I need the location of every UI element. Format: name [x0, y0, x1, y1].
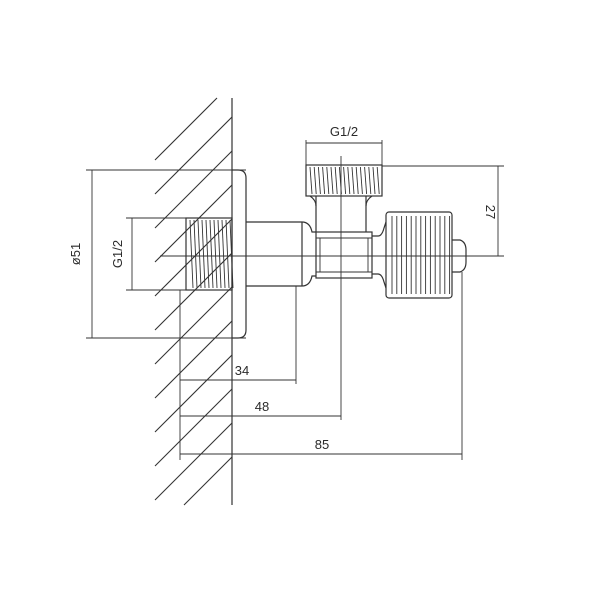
outlet-thread-line: [317, 166, 321, 195]
inlet-thread-line: [221, 219, 226, 289]
hatch-line: [154, 150, 233, 229]
inlet-thread-line: [209, 219, 214, 289]
hatch-line: [154, 320, 233, 399]
outlet-thread-line: [368, 166, 372, 195]
hatch-line: [154, 422, 233, 501]
diameter-dimension: ø51: [68, 169, 246, 339]
inlet-thread-line: [229, 219, 234, 289]
inlet-thread-line: [201, 219, 206, 289]
inlet-thread-line: [225, 219, 230, 289]
wall-section: [154, 97, 233, 506]
hatch-line: [154, 286, 233, 365]
valve-handle: [385, 211, 467, 299]
dimension-85-label: 85: [315, 437, 329, 452]
hatch-line: [154, 354, 233, 433]
hatch-line: [154, 218, 233, 297]
outlet-thread-line: [347, 166, 351, 195]
outlet-thread-line: [359, 166, 363, 195]
valve-body: [246, 164, 387, 289]
diameter-label: ø51: [68, 243, 83, 265]
inlet-thread: [185, 217, 234, 291]
length-dimensions: 34 48 85: [179, 272, 463, 460]
outlet-thread-line: [343, 166, 347, 195]
inlet-thread-line: [197, 219, 202, 289]
hatch-line: [154, 97, 218, 161]
outlet-thread-line: [322, 166, 326, 195]
outlet-thread-line: [376, 166, 380, 195]
hatch-line: [154, 184, 233, 263]
hatch-line: [154, 252, 233, 331]
wall-flange: [232, 169, 247, 339]
inlet-thread-line: [205, 219, 210, 289]
outlet-thread-line: [364, 166, 368, 195]
hatch-line: [154, 388, 233, 467]
hatch-line: [154, 116, 233, 195]
outlet-thread-line: [372, 166, 376, 195]
outlet-thread-line: [313, 166, 317, 195]
hatch-line: [183, 456, 233, 506]
outlet-thread-line: [334, 166, 338, 195]
outlet-thread-line: [309, 166, 313, 195]
top-thread-label: G1/2: [330, 124, 358, 139]
outlet-thread-line: [326, 166, 330, 195]
dimension-48-label: 48: [255, 399, 269, 414]
wall-hatching: [154, 97, 233, 506]
side-thread-label: G1/2: [110, 240, 125, 268]
dimension-27-label: 27: [483, 205, 498, 219]
inlet-thread-line: [213, 219, 218, 289]
inlet-thread-line: [217, 219, 222, 289]
outlet-thread-line: [330, 166, 334, 195]
outlet-thread-line: [355, 166, 359, 195]
inlet-thread-line: [193, 219, 198, 289]
dimension-34-label: 34: [235, 363, 249, 378]
top-thread-dimension: G1/2: [305, 124, 383, 166]
dimension-27: 27: [382, 165, 504, 257]
outlet-thread-line: [351, 166, 355, 195]
side-thread-dimension: G1/2: [110, 217, 186, 291]
inlet-thread-line: [189, 219, 194, 289]
centerlines: [160, 156, 484, 420]
